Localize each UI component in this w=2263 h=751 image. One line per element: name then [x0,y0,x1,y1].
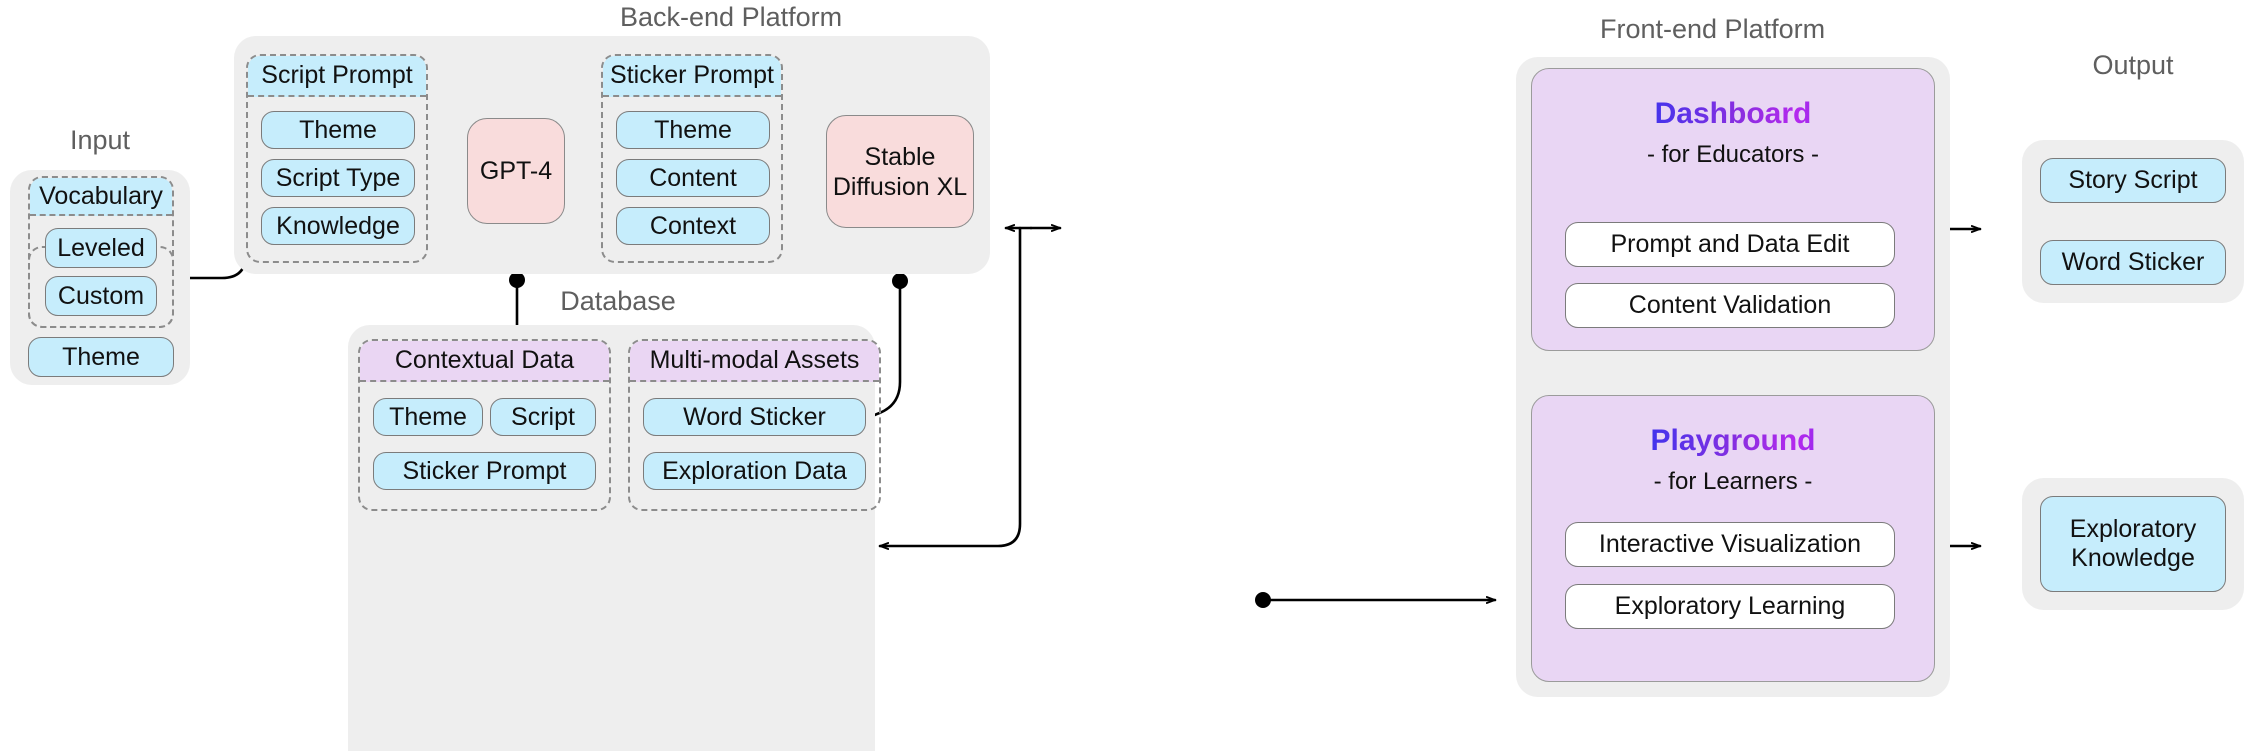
multimodal-assets-box[interactable]: Multi-modal Assets [628,339,881,511]
contextual-data-header: Contextual Data [360,341,609,382]
output-chip-exploratory-knowledge[interactable]: Exploratory Knowledge [2040,496,2226,592]
sdxl-line-1: Stable [864,142,936,171]
input-chip-theme[interactable]: Theme [28,337,174,377]
contextual-chip-script[interactable]: Script [490,398,596,436]
dashboard-chip-content-validation[interactable]: Content Validation [1565,283,1895,328]
input-chip-leveled[interactable]: Leveled [45,228,157,268]
vocabulary-header: Vocabulary [30,178,172,216]
dashboard-chip-prompt-and-data-edit[interactable]: Prompt and Data Edit [1565,222,1895,267]
sdxl-line-2: Diffusion XL [832,172,968,201]
script-prompt-chip-knowledge[interactable]: Knowledge [261,207,415,245]
script-prompt-chip-script-type[interactable]: Script Type [261,159,415,197]
gpt4-model-box[interactable]: GPT-4 [467,118,565,224]
sticker-prompt-box[interactable]: Sticker Prompt [601,54,783,263]
dashboard-title: Dashboard [1532,97,1934,131]
assets-chip-word-sticker[interactable]: Word Sticker [643,398,866,436]
playground-chip-exploratory-learning[interactable]: Exploratory Learning [1565,584,1895,629]
contextual-chip-theme[interactable]: Theme [373,398,483,436]
exploratory-knowledge-line-1: Exploratory [2069,515,2197,544]
dashboard-subtitle: - for Educators - [1646,141,1820,168]
playground-subtitle: - for Learners - [1653,468,1813,495]
multimodal-assets-header: Multi-modal Assets [630,341,879,382]
section-label-database: Database [560,286,676,316]
contextual-chip-sticker-prompt[interactable]: Sticker Prompt [373,452,596,490]
input-chip-custom[interactable]: Custom [45,276,157,316]
section-label-input: Input [69,125,131,155]
assets-chip-exploration-data[interactable]: Exploration Data [643,452,866,490]
script-prompt-box[interactable]: Script Prompt [246,54,428,263]
playground-title: Playground [1532,424,1934,458]
sticker-prompt-chip-theme[interactable]: Theme [616,111,770,149]
sticker-prompt-chip-content[interactable]: Content [616,159,770,197]
database-panel [348,325,875,751]
sticker-prompt-header: Sticker Prompt [603,56,781,97]
stable-diffusion-xl-box[interactable]: Stable Diffusion XL [826,115,974,228]
sticker-prompt-chip-context[interactable]: Context [616,207,770,245]
script-prompt-header: Script Prompt [248,56,426,97]
contextual-data-box[interactable]: Contextual Data [358,339,611,511]
output-chip-word-sticker[interactable]: Word Sticker [2040,240,2226,285]
section-label-output: Output [2092,50,2174,80]
section-label-frontend: Front-end Platform [1600,14,1826,44]
output-chip-story-script[interactable]: Story Script [2040,158,2226,203]
script-prompt-chip-theme[interactable]: Theme [261,111,415,149]
vocabulary-section[interactable]: Vocabulary [28,176,174,328]
playground-chip-interactive-visualization[interactable]: Interactive Visualization [1565,522,1895,567]
section-label-backend: Back-end Platform [620,2,843,32]
exploratory-knowledge-line-2: Knowledge [2071,544,2195,572]
